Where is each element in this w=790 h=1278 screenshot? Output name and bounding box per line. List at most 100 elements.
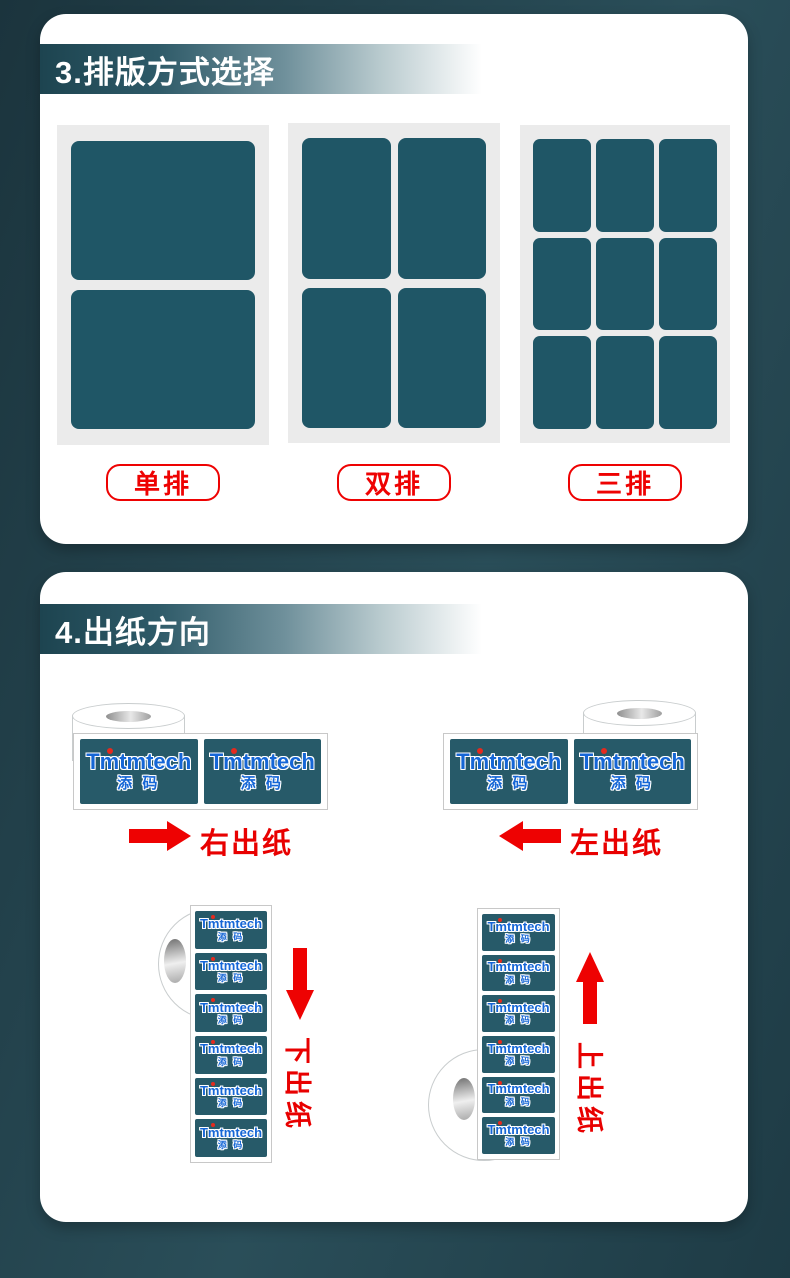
brand-dot-icon <box>498 918 502 922</box>
brand-cn: 添 码 <box>217 973 245 984</box>
brand-name: Tmtmtech <box>487 959 550 975</box>
brand-name: Tmtmtech <box>487 1081 550 1097</box>
brand-cn: 添 码 <box>217 1056 245 1067</box>
brand-cn: 添 码 <box>505 1137 532 1148</box>
label-tile <box>302 287 391 428</box>
brand-name: Tmtmtech <box>86 749 192 775</box>
brand-dot-icon <box>211 998 215 1003</box>
brand-dot-icon <box>230 748 237 754</box>
brand-name: Tmtmtech <box>199 999 263 1015</box>
down-arrow-icon <box>286 948 314 1020</box>
brand-dot-icon <box>211 915 215 919</box>
brand-cn: 添 码 <box>217 1014 245 1025</box>
brand-name: Tmtmtech <box>487 1040 550 1056</box>
label-tile <box>659 139 717 232</box>
brand-cn: 添 码 <box>505 1096 532 1107</box>
brand-cn: 添 码 <box>505 1015 532 1026</box>
brand-name: Tmtmtech <box>487 1000 550 1016</box>
brand-cn: 添 码 <box>505 934 532 945</box>
brand-name: Tmtmtech <box>199 1041 263 1057</box>
label-tile <box>397 287 486 428</box>
brand-cn: 添 码 <box>505 1056 532 1067</box>
label-tile <box>533 336 591 429</box>
brand-dot-icon <box>498 1040 502 1045</box>
brand-cn: 添 码 <box>117 775 161 793</box>
brand-cn: 添 码 <box>217 1098 245 1109</box>
label-tile <box>659 336 717 429</box>
label-tile <box>596 336 654 429</box>
sheet-double-column <box>288 123 500 443</box>
double-row-button[interactable]: 双排 <box>337 464 451 501</box>
brand-cn: 添 码 <box>217 931 245 942</box>
layout-section-card: 3.排版方式选择 单排 双排 三排 <box>40 14 748 544</box>
feed-section-header: 4.出纸方向 <box>40 604 510 654</box>
brand-name: Tmtmtech <box>487 1122 550 1138</box>
brand-dot-icon <box>211 1040 215 1045</box>
label-tile <box>533 139 591 232</box>
label-tile <box>397 138 486 279</box>
label-tile <box>596 139 654 232</box>
brand-dot-icon <box>477 748 483 754</box>
brand-dot-icon <box>600 748 607 754</box>
sheet-single-column <box>57 125 269 445</box>
layout-section-header: 3.排版方式选择 <box>40 44 510 94</box>
brand-name: Tmtmtech <box>579 749 685 775</box>
brand-cn: 添 码 <box>240 775 284 793</box>
brand-name: Tmtmtech <box>199 1124 263 1140</box>
roll-core-hole <box>617 708 662 719</box>
feed-down-label: 下出纸 <box>282 1037 313 1133</box>
roll-core-hole <box>453 1078 475 1120</box>
single-row-button[interactable]: 单排 <box>106 464 220 501</box>
brand-dot-icon <box>498 999 502 1004</box>
sheet-triple-column <box>520 125 730 443</box>
brand-name: Tmtmtech <box>209 749 315 775</box>
brand-cn: 添 码 <box>217 1139 245 1150</box>
feed-left-label: 左出纸 <box>570 828 664 860</box>
brand-name: Tmtmtech <box>199 957 263 973</box>
brand-dot-icon <box>498 1080 502 1085</box>
brand-name: Tmtmtech <box>456 749 562 775</box>
brand-cn: 添 码 <box>610 775 654 793</box>
triple-row-button[interactable]: 三排 <box>568 464 682 501</box>
feed-right-label: 右出纸 <box>200 828 294 860</box>
feed-section-title: 4.出纸方向 <box>55 614 211 650</box>
brand-dot-icon <box>211 956 215 961</box>
label-tile <box>596 237 654 331</box>
roll-core-hole <box>106 711 151 722</box>
brand-cn: 添 码 <box>505 974 532 985</box>
brand-name: Tmtmtech <box>199 1082 263 1098</box>
brand-cn: 添 码 <box>487 775 531 793</box>
right-arrow-icon <box>129 821 191 851</box>
brand-dot-icon <box>498 1121 502 1126</box>
brand-name: Tmtmtech <box>199 916 263 932</box>
label-tile <box>71 290 255 429</box>
brand-dot-icon <box>498 958 502 963</box>
brand-dot-icon <box>107 748 113 754</box>
label-tile <box>71 141 255 280</box>
feed-up-label: 上出纸 <box>574 1042 605 1138</box>
label-tile <box>659 237 717 331</box>
brand-dot-icon <box>211 1081 215 1086</box>
